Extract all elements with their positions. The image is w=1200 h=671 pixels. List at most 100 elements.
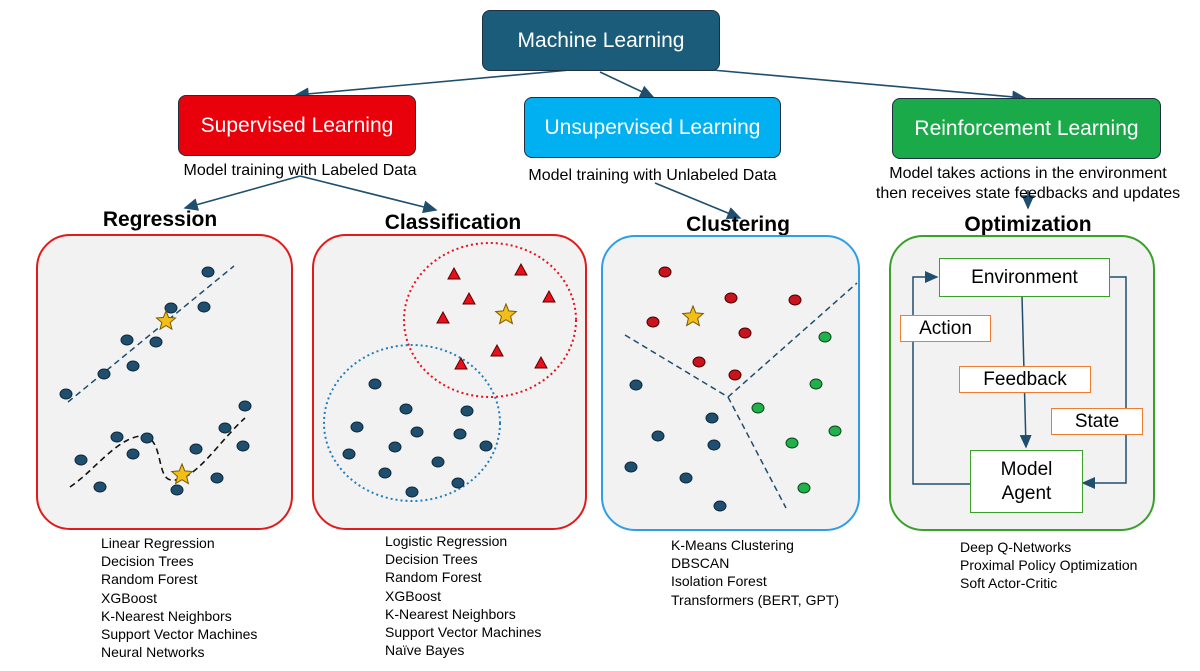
data-point [399, 403, 413, 415]
agent-label-line-2: Agent [1001, 482, 1052, 504]
regression-curve [69, 417, 246, 488]
arrow-root-unsupervised [599, 71, 655, 98]
data-point [350, 421, 364, 433]
cluster-point-blue [624, 461, 638, 473]
list-item: Random Forest [101, 571, 198, 588]
regression-fit-line [67, 265, 235, 403]
star-icon [155, 309, 177, 331]
data-point [451, 477, 465, 489]
reinforcement-caption: Model takes actions in the environment t… [858, 164, 1198, 204]
supervised-learning-label: Supervised Learning [200, 113, 394, 137]
cluster-point-green [785, 437, 799, 449]
list-item: Isolation Forest [671, 573, 767, 590]
machine-learning-box: Machine Learning [482, 10, 720, 71]
feedback-box: Feedback [959, 366, 1091, 393]
data-point [410, 426, 424, 438]
data-point [164, 302, 178, 314]
list-item: DBSCAN [671, 555, 730, 572]
list-item: Decision Trees [101, 553, 194, 570]
star-icon [170, 462, 194, 485]
list-item: Decision Trees [385, 551, 478, 568]
unsupervised-learning-box: Unsupervised Learning [524, 97, 781, 158]
feedback-label: Feedback [983, 368, 1067, 390]
data-point [388, 441, 402, 453]
list-item: Proximal Policy Optimization [960, 557, 1138, 574]
cluster-point-red [658, 266, 672, 278]
data-point [210, 472, 224, 484]
data-point [149, 336, 163, 348]
cluster-point-green [797, 482, 811, 494]
star-icon [494, 302, 518, 325]
list-item: Logistic Regression [385, 533, 508, 549]
cluster-point-red [646, 316, 660, 328]
list-item: K-Nearest Neighbors [385, 605, 516, 622]
triangle-point [514, 262, 528, 276]
cluster-point-green [828, 425, 842, 437]
list-item: Naïve Bayes [385, 642, 465, 659]
regression-heading: Regression [102, 208, 218, 231]
triangle-point [534, 355, 548, 369]
arrow-unsupervised-clustering [654, 182, 742, 220]
classification-heading: Classification [384, 211, 522, 234]
list-item: K-Nearest Neighbors [101, 607, 232, 624]
data-point [342, 448, 356, 460]
supervised-caption: Model training with Labeled Data [150, 161, 450, 181]
data-point [110, 431, 124, 443]
action-label: Action [919, 317, 972, 339]
clustering-heading: Clustering [686, 213, 790, 236]
supervised-caption-line: Model training with Labeled Data [183, 162, 417, 179]
list-item: Neural Networks [101, 644, 205, 661]
classification-algorithm-list: Logistic Regression Decision Trees Rando… [385, 532, 541, 659]
list-item: Support Vector Machines [101, 626, 258, 643]
unsupervised-caption: Model training with Unlabeled Data [500, 166, 805, 186]
data-point [218, 422, 232, 434]
data-point [453, 428, 467, 440]
data-point [74, 454, 88, 466]
clustering-algorithm-list: K-Means Clustering DBSCAN Isolation Fore… [671, 536, 839, 609]
unsupervised-caption-line: Model training with Unlabeled Data [528, 167, 777, 184]
list-item: K-Means Clustering [671, 537, 794, 553]
action-box: Action [900, 315, 991, 342]
cluster-point-green [809, 378, 823, 390]
cluster-point-red [788, 294, 802, 306]
classification-panel [312, 234, 587, 530]
cluster-point-blue [713, 500, 727, 512]
cluster-point-blue [679, 472, 693, 484]
list-item: Deep Q-Networks [960, 539, 1072, 555]
cluster-point-green [818, 331, 832, 343]
cluster-boundary [727, 396, 787, 509]
data-point [368, 378, 382, 390]
list-item: Linear Regression [101, 535, 215, 551]
agent-label-line-1: Model [1000, 458, 1053, 480]
triangle-point [542, 289, 556, 303]
data-point [460, 405, 474, 417]
triangle-point [490, 343, 504, 357]
triangle-point [436, 310, 450, 324]
arrow-root-supervised [294, 69, 571, 101]
supervised-learning-box: Supervised Learning [178, 95, 416, 156]
state-box: State [1051, 408, 1143, 435]
triangle-point [454, 356, 468, 370]
cluster-boundary [624, 334, 729, 398]
class-b-boundary [323, 344, 501, 502]
data-point [236, 440, 250, 452]
cluster-point-blue [707, 439, 721, 451]
cluster-point-red [692, 356, 706, 368]
unsupervised-learning-label: Unsupervised Learning [544, 115, 761, 139]
state-arrow [1081, 276, 1127, 489]
data-point [93, 481, 107, 493]
data-point [197, 301, 211, 313]
list-item: XGBoost [101, 589, 158, 606]
data-point [126, 448, 140, 460]
data-point [140, 432, 154, 444]
cluster-point-red [724, 292, 738, 304]
reinforcement-learning-box: Reinforcement Learning [892, 98, 1161, 159]
state-label: State [1074, 410, 1120, 432]
optimization-heading: Optimization [964, 213, 1092, 236]
data-point [59, 388, 73, 400]
cluster-point-red [738, 327, 752, 339]
list-item: Support Vector Machines [385, 624, 542, 641]
